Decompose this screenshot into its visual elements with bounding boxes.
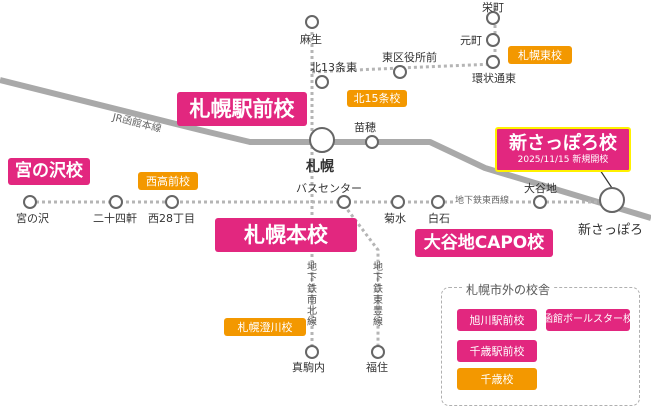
station-naebo-marker[interactable] [365,135,379,149]
station-fukuzumi-marker[interactable] [371,345,385,359]
school-hakodate[interactable]: 函館ボールスター校 [543,309,633,331]
tozai-line-label: 地下鉄東西線 [454,196,511,206]
nanboku-line-label: 地下鉄南北線 [307,262,317,328]
school-shinsapporo-note: 2025/11/15 新規開校 [517,155,609,165]
station-sapporo-marker[interactable] [309,127,335,153]
station-higashikuyakusho-label: 東区役所前 [382,51,437,64]
station-naebo-label: 苗穂 [354,121,376,134]
station-kanjo-label: 環状通東 [472,72,516,85]
school-oyachi-capo[interactable]: 大谷地CAPO校 [415,229,553,257]
toho-line-label: 地下鉄東豊線 [373,262,383,328]
station-oyachi-label: 大谷地 [524,182,557,195]
station-asabu-marker[interactable] [305,15,319,29]
station-fukuzumi-label: 福住 [366,361,388,374]
school-nishi-koko[interactable]: 西高前校 [138,172,198,190]
station-nijuyon-marker[interactable] [109,195,123,209]
school-kita15[interactable]: 北15条校 [347,90,407,107]
station-kita13-marker[interactable] [315,75,329,89]
school-chitose[interactable]: 千歳校 [457,368,537,390]
station-oyachi-marker[interactable] [533,195,547,209]
station-makomanai-marker[interactable] [305,345,319,359]
school-chitose-ekimae[interactable]: 千歳駅前校 [457,340,537,362]
station-kikusui-label: 菊水 [384,212,406,225]
outside-schools-title: 札幌市外の校舎 [462,284,555,296]
station-kanjo-marker[interactable] [486,55,500,69]
station-shiroishi-label: 白石 [428,212,450,225]
station-nishi28-marker[interactable] [165,195,179,209]
school-shinsapporo-callout[interactable]: 新さっぽろ校 2025/11/15 新規開校 [495,127,631,172]
station-motomachi-label: 元町 [460,34,482,47]
station-miyanosawa-marker[interactable] [23,195,37,209]
station-asabu-label: 麻生 [300,33,322,46]
school-sapporo-higashi[interactable]: 札幌東校 [508,46,572,64]
school-miyanosawa[interactable]: 宮の沢校 [8,158,90,185]
station-nijuyon-label: 二十四軒 [93,212,137,225]
station-shinsapporo-label: 新さっぽろ [578,223,644,238]
station-kita13-label: 北13条東 [310,61,357,74]
school-sumikawa[interactable]: 札幌澄川校 [224,318,306,336]
school-sapporo-hon[interactable]: 札幌本校 [215,218,357,252]
station-sakaemachi-marker[interactable] [486,11,500,25]
school-shinsapporo-name: 新さっぽろ校 [509,133,617,154]
school-asahikawa[interactable]: 旭川駅前校 [457,309,537,331]
station-higashikuyakusho-marker[interactable] [393,65,407,79]
station-nishi28-label: 西28丁目 [148,212,195,225]
station-shiroishi-marker[interactable] [431,195,445,209]
east-branch-line [311,62,496,74]
station-kikusui-marker[interactable] [391,195,405,209]
station-motomachi-marker[interactable] [486,33,500,47]
station-makomanai-label: 真駒内 [292,361,325,374]
station-sakaemachi-label: 栄町 [482,1,504,14]
station-buscenter-marker[interactable] [337,195,351,209]
jr-hakodate-line [0,77,651,221]
station-miyanosawa-label: 宮の沢 [16,212,49,225]
shinsapporo-callout-pointer [599,169,613,189]
station-buscenter-label: バスセンター [296,182,362,195]
station-sapporo-label: 札幌 [306,159,334,175]
school-sapporo-ekimae[interactable]: 札幌駅前校 [177,92,307,126]
station-shinsapporo-marker[interactable] [599,187,625,213]
